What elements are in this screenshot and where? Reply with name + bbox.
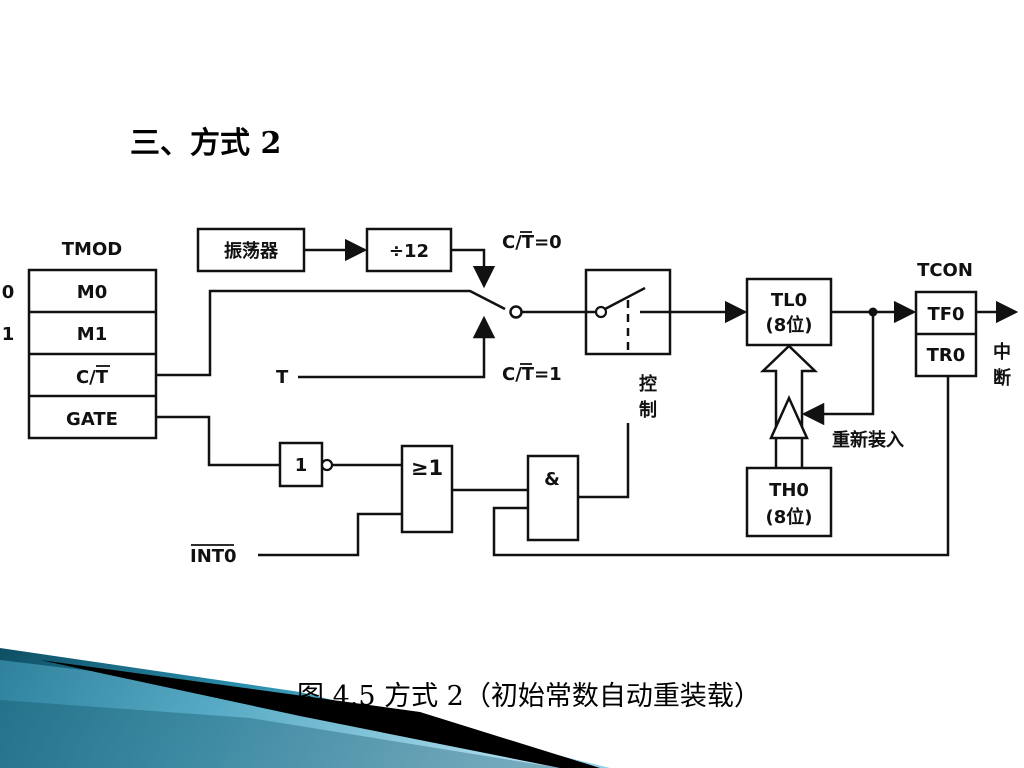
divider-to-switch-arrow [451,248,496,289]
interrupt-label-2: 断 [993,367,1011,389]
th0-register: TH0 (8位) [745,466,833,538]
tl0-width: (8位) [766,314,813,336]
int0-label: INT0 [190,546,237,567]
interrupt-label-1: 中 [993,341,1011,363]
slide-title: 三、方式 2 [130,126,282,161]
tcon-register: TCON TF0 TR0 [914,260,978,378]
tmod-register: TMOD M0 M1 C/T GATE 0 1 [2,239,158,440]
tcon-tf0: TF0 [927,304,964,325]
tmod-m0: M0 [77,282,107,303]
and-gate-label: & [544,469,560,490]
divider-block: ÷12 [365,227,453,273]
t-pin-label: T [276,367,289,388]
gate-to-not-line [156,415,280,467]
tmod-m0-value: 0 [2,282,15,303]
control-label-1: 控 [639,373,657,395]
ct0-label: C/T=0 [502,232,562,253]
switch-pivot [509,305,523,319]
divider-label: ÷12 [389,241,429,262]
not-gate-label: 1 [295,455,308,476]
oscillator-label: 振荡器 [224,240,279,262]
ct-select-line [156,289,506,377]
or-gate-label: ≥1 [411,456,443,480]
corner-banner-decoration [0,648,610,768]
reload-label: 重新装入 [832,429,904,451]
t-to-switch-arrow [298,315,496,379]
oscillator-block: 振荡器 [196,227,306,273]
tmod-m1-value: 1 [2,324,15,345]
tmod-gate: GATE [66,409,118,430]
and-to-control-line [578,423,630,499]
th0-width: (8位) [766,506,813,528]
th0-label: TH0 [769,480,809,501]
tmod-ct: C/T [76,367,109,388]
or-gate: ≥1 [400,444,454,534]
control-label-2: 制 [639,400,657,421]
tl0-register: TL0 (8位) [745,277,833,347]
tr0-to-and-line [492,376,950,557]
tcon-title: TCON [917,260,973,281]
reload-buffer [759,344,819,468]
control-switch-box [584,268,672,356]
tmod-m1: M1 [77,324,107,345]
tmod-title: TMOD [62,239,122,260]
not-gate: 1 [278,441,334,488]
int0-to-or-line [258,512,402,557]
ct1-label: C/T=1 [502,364,562,385]
tcon-tr0: TR0 [927,345,966,366]
figure-caption: 图 4.5 方式 2（初始常数自动重装载） [297,681,761,712]
and-gate: & [526,454,580,542]
tl0-label: TL0 [771,290,807,311]
reload-trigger-arrow [801,312,875,426]
